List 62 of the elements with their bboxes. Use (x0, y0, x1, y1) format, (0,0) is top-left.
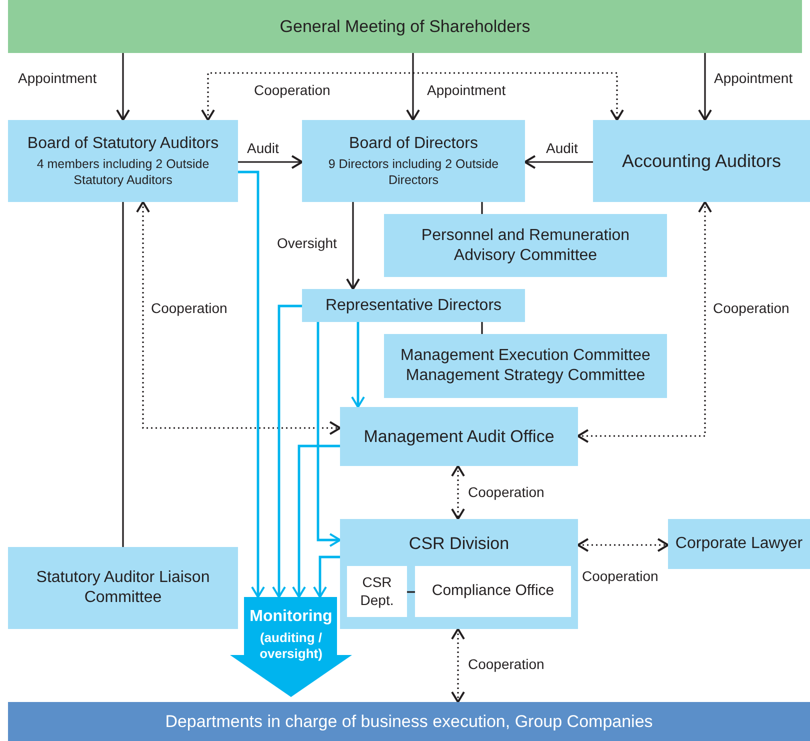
node-title: Management Execution Committee (400, 346, 650, 366)
auditor-box (593, 120, 810, 202)
node-title: Personnel and Remuneration Advisory Committee (420, 226, 631, 266)
node-title: Departments in charge of business execution, Group Companies (165, 710, 653, 732)
lawyer-box (668, 519, 810, 569)
arrow (201, 72, 624, 121)
node-title: Board of Statutory Auditors (27, 134, 219, 154)
edge-label: Cooperation (252, 82, 332, 99)
node-title: Compliance Office (432, 582, 554, 601)
arrow (272, 304, 302, 598)
edge-label: Appointment (425, 82, 508, 99)
arrow (577, 538, 669, 552)
node-text: (auditing / oversight) (258, 630, 324, 662)
arrow (116, 53, 130, 121)
connector-line (481, 202, 483, 214)
node-text: Management Strategy Committee (406, 366, 646, 386)
node-title: Management Audit Office (364, 426, 554, 448)
connector-line (122, 202, 124, 547)
arrow (524, 155, 593, 169)
arrow (577, 201, 712, 443)
edge-label: Oversight (275, 235, 339, 252)
committee-box (8, 547, 238, 629)
arrow (238, 155, 303, 169)
department-box (347, 566, 407, 617)
directors-box (302, 289, 525, 322)
arrow (406, 53, 420, 121)
edge-label: Cooperation (149, 300, 230, 317)
arrow (292, 444, 340, 598)
departments-banner (8, 702, 810, 741)
office-box (415, 566, 571, 617)
edge-label: Cooperation (580, 568, 660, 585)
edge-label: Cooperation (711, 300, 792, 317)
arrow (351, 322, 365, 408)
arrow (451, 465, 465, 520)
connector-line (407, 591, 415, 593)
arrow (451, 628, 465, 703)
node-title: CSR Dept. (359, 574, 395, 609)
meeting-banner (8, 0, 802, 53)
edge-label: Appointment (712, 70, 795, 87)
office-box (340, 407, 578, 466)
node-title: CSR Division (408, 533, 510, 554)
edge-label: Appointment (16, 70, 99, 87)
node-text: 9 Directors including 2 Outside Directors (327, 156, 500, 188)
committee-box (384, 214, 667, 277)
node-title: General Meeting of Shareholders (280, 16, 530, 38)
arrow (346, 202, 360, 290)
node-title: Representative Directors (325, 296, 502, 316)
node-title: Accounting Auditors (622, 150, 782, 172)
connector-line (481, 322, 483, 334)
arrow (238, 170, 265, 598)
node-text: 4 members including 2 Outside Statutory Auditors (36, 156, 210, 188)
edge-label: Cooperation (466, 484, 546, 501)
division-box (340, 519, 578, 629)
edge-label: Cooperation (466, 656, 546, 673)
arrow (136, 201, 341, 435)
node-title: Statutory Auditor Liaison Committee (35, 568, 211, 608)
arrow (316, 322, 341, 547)
node-title: Board of Directors (349, 134, 478, 154)
arrow (698, 53, 712, 121)
arrow (313, 556, 340, 598)
node-title: Corporate Lawyer (675, 534, 803, 554)
node-title: Monitoring (250, 607, 332, 627)
